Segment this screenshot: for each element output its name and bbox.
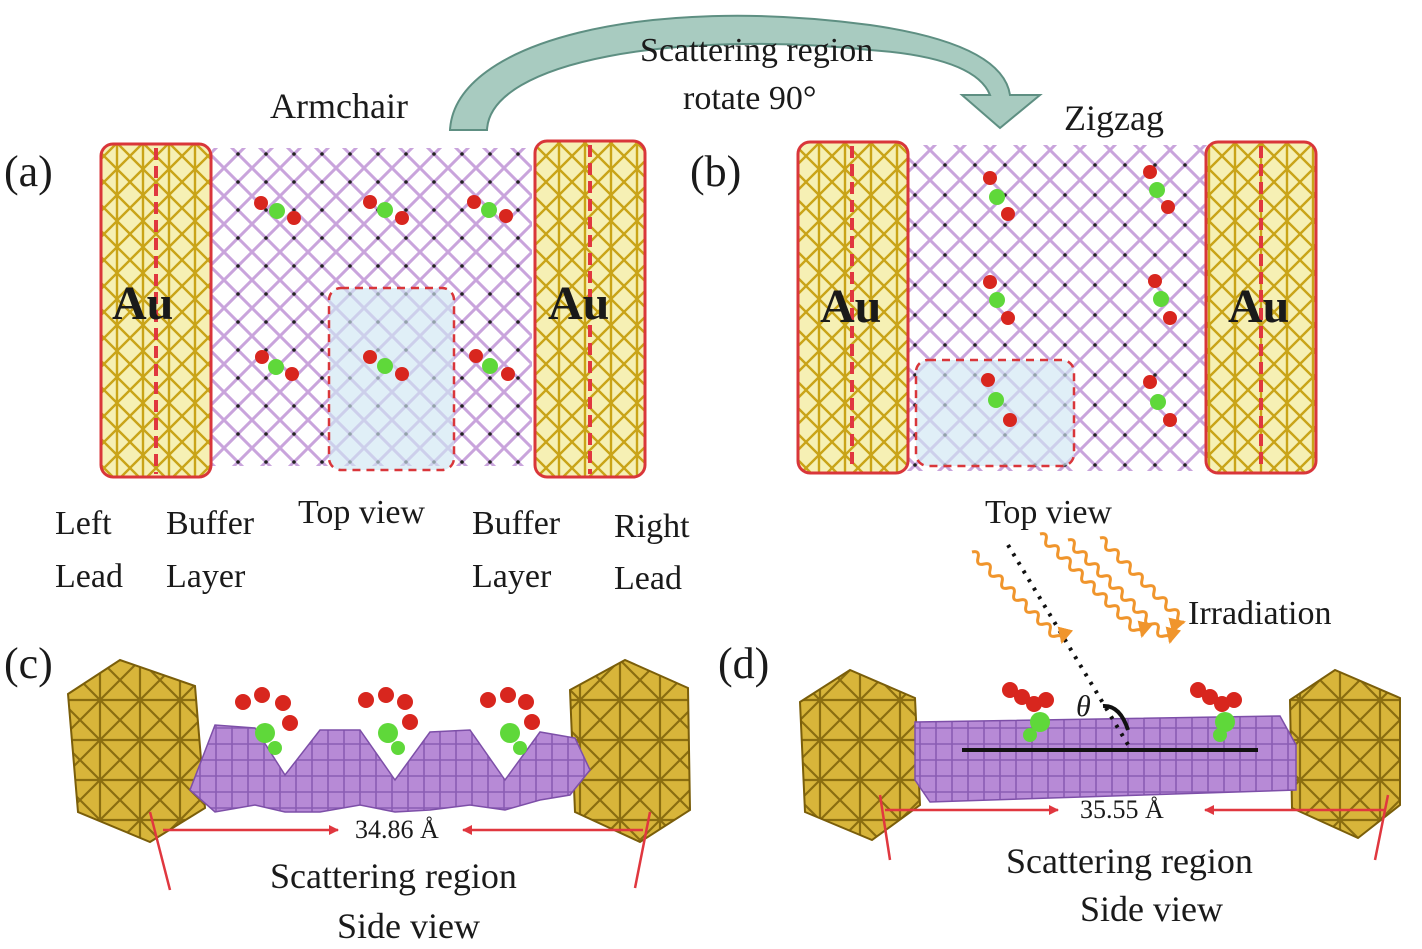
- scattering-region-d: Scattering region: [1006, 841, 1253, 881]
- panel-label-d: (d): [718, 639, 770, 688]
- wavy-arrow-icon: [971, 532, 1186, 644]
- armchair-label: Armchair: [270, 86, 408, 126]
- scattering-region-c: Scattering region: [270, 856, 517, 896]
- distance-d: 35.55 Å: [1080, 795, 1164, 824]
- top-view-a: Top view: [298, 494, 425, 531]
- gold-block-right-c: [568, 658, 692, 844]
- panel-label-a: (a): [4, 147, 53, 196]
- panel-label-b: (b): [690, 147, 742, 196]
- dist-tick-left-d: [878, 794, 892, 861]
- left-lead-line2: Lead: [55, 558, 123, 595]
- top-view-box-b: [914, 358, 1076, 468]
- au-label-b-right: Au: [1228, 280, 1290, 333]
- buffer-right-line2: Layer: [472, 558, 552, 595]
- irradiation-label: Irradiation: [1188, 595, 1332, 632]
- top-view-box-a: [327, 286, 456, 472]
- angle-arc: [1102, 703, 1130, 731]
- top-view-b: Top view: [985, 494, 1112, 531]
- zigzag-label: Zigzag: [1064, 98, 1164, 138]
- lead-right-b: [1204, 140, 1318, 475]
- side-view-d: Side view: [1080, 889, 1223, 929]
- curved-arrow-icon: [448, 14, 1043, 131]
- purple-slab-c: [189, 724, 591, 813]
- panel-c-structure: [66, 658, 692, 891]
- panel-label-c: (c): [4, 639, 53, 688]
- gold-block-left-c: [66, 658, 207, 844]
- panel-b-structure: [796, 140, 1318, 475]
- theta-label: θ: [1076, 690, 1091, 723]
- rotate-label-line1: Scattering region: [640, 32, 874, 69]
- panel-d-structure: [798, 543, 1401, 861]
- panel-a-structure: [99, 139, 647, 479]
- buffer-left-line1: Buffer: [166, 505, 255, 542]
- side-view-c: Side view: [337, 906, 480, 946]
- au-label-a-right: Au: [548, 277, 610, 330]
- dist-tick-right-d: [1373, 794, 1390, 861]
- au-label-b-left: Au: [820, 280, 882, 333]
- gold-block-left-d: [798, 668, 922, 842]
- right-lead-line1: Right: [614, 508, 690, 545]
- purple-slab-d: [914, 715, 1297, 803]
- right-lead-line2: Lead: [614, 560, 682, 597]
- dist-tick-right-c: [633, 811, 652, 889]
- lead-left-b: [796, 140, 910, 475]
- dist-tick-left-c: [148, 811, 172, 891]
- molecules-d: [1002, 682, 1242, 742]
- distance-c: 34.86 Å: [355, 815, 439, 844]
- normal-dotted-line: [1006, 543, 1132, 750]
- molecules-a: [254, 195, 515, 381]
- gold-block-right-d: [1288, 668, 1401, 840]
- molecules-c: [235, 687, 540, 755]
- left-lead-line1: Left: [55, 505, 112, 542]
- molecules-b: [981, 165, 1177, 427]
- rotate-label-line2: rotate 90°: [683, 80, 817, 117]
- buffer-left-line2: Layer: [166, 558, 246, 595]
- buffer-right-line1: Buffer: [472, 505, 561, 542]
- au-label-a-left: Au: [112, 277, 174, 330]
